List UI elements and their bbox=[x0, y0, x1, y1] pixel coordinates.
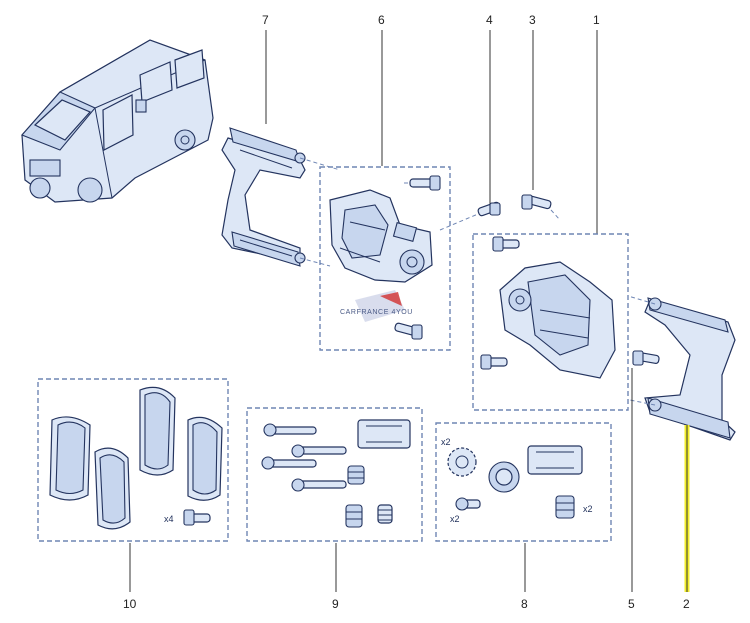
qty-ring: x2 bbox=[441, 437, 451, 447]
callout-6: 6 bbox=[378, 13, 385, 166]
callout-label: 1 bbox=[593, 13, 600, 27]
callout-4: 4 bbox=[486, 13, 493, 205]
carrier-bracket-2 bbox=[627, 295, 736, 441]
callout-3: 3 bbox=[529, 13, 536, 190]
lock-ring-8 bbox=[447, 447, 477, 477]
callout-9: 9 bbox=[332, 543, 339, 611]
brake-pad-d bbox=[187, 416, 223, 501]
carrier-bracket-7 bbox=[221, 127, 341, 267]
guide-pin-b bbox=[291, 444, 347, 458]
callout-label: 8 bbox=[521, 597, 528, 611]
qty-boot: x2 bbox=[583, 504, 593, 514]
kit-box-9 bbox=[246, 407, 423, 542]
bolt-1a bbox=[492, 236, 520, 252]
guide-pin-a bbox=[263, 423, 317, 437]
boot-9b bbox=[345, 504, 363, 528]
kit-box-6 bbox=[319, 166, 451, 351]
watermark-text: CARFRANCE 4YOU bbox=[340, 309, 413, 316]
callout-label: 7 bbox=[262, 13, 269, 27]
seal-ring-8 bbox=[488, 461, 520, 493]
caliper-1 bbox=[499, 261, 616, 379]
boot-9a bbox=[347, 465, 365, 485]
bolt-1b bbox=[480, 354, 508, 370]
callout-label: 4 bbox=[486, 13, 493, 27]
grease-sachet-9 bbox=[357, 419, 411, 449]
brake-pad-a bbox=[49, 416, 91, 501]
qty-pad-bolts: x4 bbox=[164, 514, 174, 524]
grease-sachet-8 bbox=[527, 445, 583, 475]
kit-box-8 bbox=[435, 422, 612, 542]
callout-label: 10 bbox=[123, 597, 137, 611]
callout-label: 9 bbox=[332, 597, 339, 611]
callout-10: 10 bbox=[123, 543, 137, 611]
watermark-logo: CARFRANCE 4YOU bbox=[340, 290, 413, 322]
callout-label: 5 bbox=[628, 597, 635, 611]
callout-label: 2 bbox=[683, 597, 690, 611]
callout-5: 5 bbox=[628, 368, 635, 611]
callout-label: 3 bbox=[529, 13, 536, 27]
bolt-6b bbox=[394, 322, 423, 340]
callout-7: 7 bbox=[262, 13, 269, 124]
caliper-6 bbox=[329, 189, 433, 283]
kit-box-1 bbox=[472, 233, 629, 411]
guide-pin-c bbox=[261, 456, 317, 470]
boot-8 bbox=[555, 495, 575, 519]
bolt-6a bbox=[409, 175, 441, 191]
brake-pad-c bbox=[139, 386, 176, 476]
callout-1: 1 bbox=[593, 13, 600, 234]
spring-9 bbox=[377, 504, 393, 524]
van-illustration bbox=[21, 39, 214, 203]
pad-bolt bbox=[183, 509, 211, 526]
guide-pin-d bbox=[291, 478, 347, 492]
bolt-4 bbox=[477, 201, 501, 217]
callout-8: 8 bbox=[521, 543, 528, 611]
qty-bolt: x2 bbox=[450, 514, 460, 524]
brake-pad-b bbox=[94, 447, 131, 530]
bolt-8 bbox=[455, 497, 481, 511]
callout-2: 2 bbox=[683, 425, 690, 611]
bolt-3 bbox=[521, 194, 552, 210]
bolt-5 bbox=[632, 350, 660, 366]
callout-label: 6 bbox=[378, 13, 385, 27]
